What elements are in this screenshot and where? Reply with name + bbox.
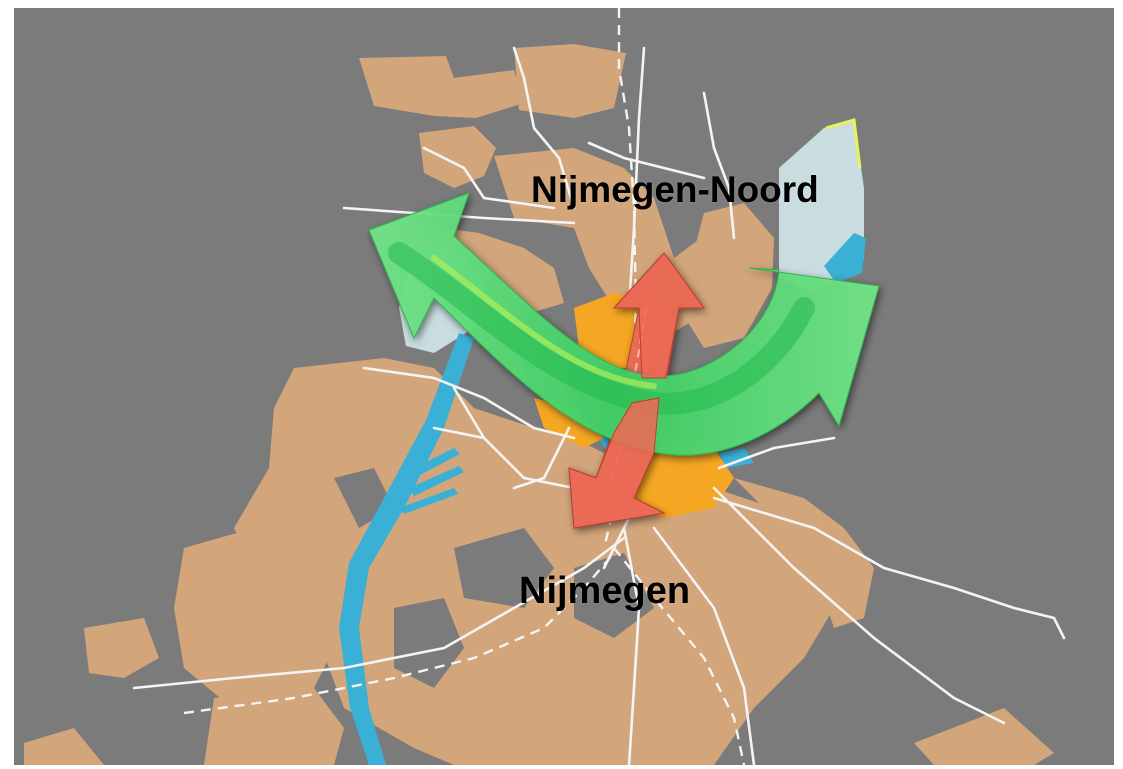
urban-area-north <box>514 44 626 118</box>
harbour-basin-2 <box>409 466 464 496</box>
map-panel: Nijmegen-Noord Nijmegen <box>14 8 1114 765</box>
urban-area-south-west <box>174 528 334 718</box>
urban-area-south-bottom <box>204 688 344 765</box>
map-canvas <box>24 8 1066 765</box>
urban-area-east <box>734 478 874 628</box>
maas-waal-canal <box>339 333 474 765</box>
urban-area-west-small <box>84 618 159 678</box>
harbour-basin-1 <box>414 448 460 476</box>
urban-area-north-small <box>419 126 496 188</box>
place-label-nijmegen-noord: Nijmegen-Noord <box>531 169 819 210</box>
railways <box>183 8 746 765</box>
road-network <box>132 46 1066 765</box>
urban-area-north-west <box>359 56 524 118</box>
urban-area-east-bottom <box>914 708 1054 765</box>
harbour-basin-3 <box>399 488 458 514</box>
urban-area-noord-east <box>679 203 774 348</box>
river-waal-east <box>719 448 754 468</box>
place-label-nijmegen: Nijmegen <box>519 570 691 612</box>
east-lake <box>824 233 866 283</box>
river-corridor-arrow <box>368 192 880 456</box>
centre-west-strip <box>534 398 604 448</box>
urban-area-bottom-left <box>24 728 104 765</box>
